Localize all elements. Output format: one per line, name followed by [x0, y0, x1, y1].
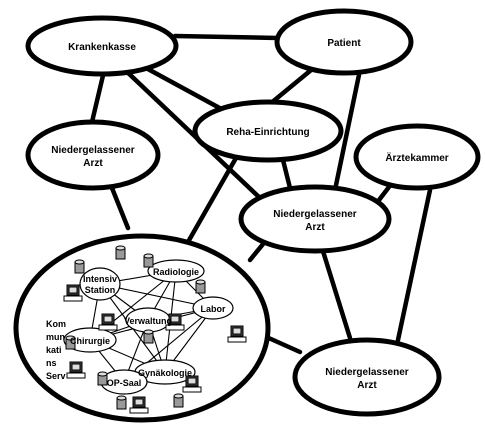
server-icons: [65, 245, 206, 410]
hospital-cluster: Intensiv Station Radiologie Verwaltung L…: [13, 233, 271, 423]
node-arzt-br-label-2: Arzt: [357, 380, 377, 391]
node-arzt-left-label-1: Niedergelassener: [51, 145, 134, 156]
dept-labor-label: Labor: [200, 304, 225, 314]
computer-icon: [66, 361, 86, 379]
dept-labor: [192, 296, 234, 320]
node-arzt-br-label-1: Niedergelassener: [325, 367, 408, 378]
node-arzt-mid-label-2: Arzt: [305, 222, 325, 233]
dept-chirurgie: [63, 327, 117, 353]
link-arzt-left-hospital: [109, 185, 131, 231]
node-aerztekammer: Ärztekammer: [353, 123, 481, 191]
svg-text:ns: ns: [46, 358, 57, 368]
node-aerztekammer-label: Ärztekammer: [385, 151, 448, 164]
node-patient-label: Patient: [327, 38, 361, 49]
svg-text:kati: kati: [46, 345, 62, 355]
link-krankenkasse-patient: [172, 33, 281, 41]
computer-icon: [129, 396, 149, 414]
dept-radiologie: [147, 259, 205, 283]
dept-intensiv-label-1: Intensiv: [83, 274, 117, 284]
dept-intensiv-label-2: Station: [85, 285, 116, 295]
link-aerztekammer-arzt-br: [395, 187, 433, 343]
link-reha-hospital: [185, 155, 239, 245]
dept-radiologie-label: Radiologie: [153, 267, 199, 277]
link-patient-arzt-mid: [332, 67, 363, 193]
node-arzt-mid-label-1: Niedergelassener: [273, 209, 356, 220]
link-arzt-mid-arzt-br: [319, 245, 353, 341]
node-reha-einrichtung: Reha-Einrichtung: [192, 99, 344, 163]
dept-verwaltung-label: Verwaltung: [124, 316, 172, 326]
node-arzt-left: Niedergelassener Arzt: [25, 119, 161, 191]
svg-text:mun: mun: [46, 332, 65, 342]
server-icon: [195, 279, 206, 294]
server-icon: [74, 259, 85, 274]
server-icon: [143, 253, 154, 268]
computer-icon: [227, 325, 247, 343]
server-icon: [97, 371, 108, 386]
node-patient: Patient: [274, 8, 414, 76]
dept-gynaekologie-label: Gynäkologie: [138, 368, 192, 378]
node-arzt-mid: Niedergelassener Arzt: [238, 184, 392, 254]
node-krankenkasse: Krankenkasse: [25, 15, 179, 77]
server-icon: [173, 393, 184, 408]
link-krankenkasse-arzt-mid: [122, 67, 263, 201]
computer-icon: [98, 313, 118, 331]
computer-icon: [165, 313, 185, 331]
dept-intensiv-station: [79, 267, 121, 301]
svg-text:Kom: Kom: [46, 319, 66, 329]
node-krankenkasse-label: Krankenkasse: [68, 42, 136, 53]
computer-icons: [63, 284, 247, 414]
dept-op-saal-label: OP-Saal: [107, 378, 142, 388]
computer-icon: [63, 284, 83, 302]
server-icon: [65, 335, 76, 350]
node-reha-label: Reha-Einrichtung: [226, 127, 309, 138]
kommunikations-server-label: Kom mun kati ns Serv: [46, 319, 66, 381]
server-icon: [115, 245, 126, 260]
computer-icon: [182, 375, 202, 393]
node-arzt-bottom-right: Niedergelassener Arzt: [292, 337, 442, 417]
svg-text:Serv: Serv: [46, 371, 66, 381]
dept-chirurgie-label: Chirurgie: [70, 336, 110, 346]
server-icon: [143, 329, 154, 344]
node-arzt-left-label-2: Arzt: [83, 158, 103, 169]
server-icon: [116, 395, 127, 410]
